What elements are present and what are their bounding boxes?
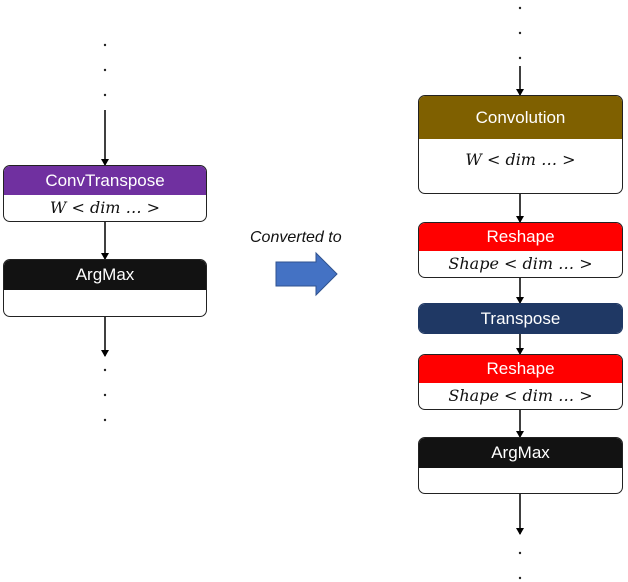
reshape-shape-attr-2: Shape < dim … > bbox=[448, 386, 593, 405]
convolution-weight-attr: W < dim … > bbox=[465, 150, 576, 169]
argmax-header-left: ArgMax bbox=[4, 260, 206, 290]
ellipsis-dots-right-top bbox=[518, 6, 522, 60]
argmax-header-right: ArgMax bbox=[419, 438, 622, 468]
argmax-node-right: ArgMax bbox=[418, 437, 623, 494]
transpose-header: Transpose bbox=[419, 304, 622, 333]
reshape-header-2: Reshape bbox=[419, 355, 622, 383]
ellipsis-dots-right-bottom bbox=[518, 551, 522, 580]
conversion-caption: Converted to bbox=[250, 229, 342, 246]
convtranspose-header: ConvTranspose bbox=[4, 166, 206, 195]
reshape-shape-attr-1: Shape < dim … > bbox=[448, 254, 593, 273]
reshape-node-2: Reshape Shape < dim … > bbox=[418, 354, 623, 410]
ellipsis-dots-left-bottom bbox=[103, 368, 107, 422]
converted-arrow-icon bbox=[275, 251, 338, 297]
convtranspose-node: ConvTranspose W < dim … > bbox=[3, 165, 207, 222]
transpose-node: Transpose bbox=[418, 303, 623, 334]
reshape-header-1: Reshape bbox=[419, 223, 622, 251]
ellipsis-dots-left-top bbox=[103, 43, 107, 97]
reshape-node-1: Reshape Shape < dim … > bbox=[418, 222, 623, 278]
argmax-node-left: ArgMax bbox=[3, 259, 207, 317]
convolution-node: Convolution W < dim … > bbox=[418, 95, 623, 194]
convolution-header: Convolution bbox=[419, 96, 622, 139]
convtranspose-weight-attr: W < dim … > bbox=[49, 198, 161, 217]
